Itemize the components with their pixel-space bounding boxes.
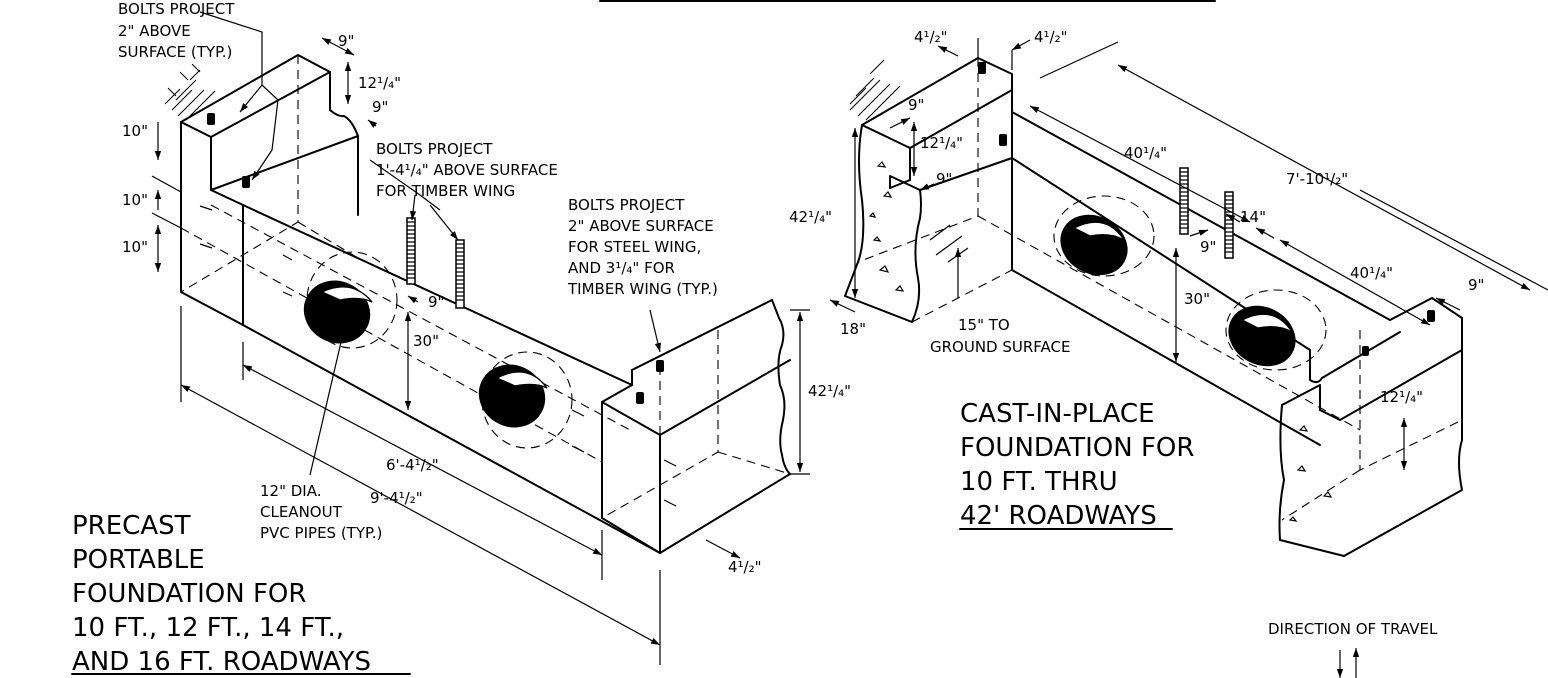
dim-height-30: 30" <box>413 332 439 350</box>
dim-end-42: 42¹/₄" <box>808 382 851 400</box>
note-ground-2: GROUND SURFACE <box>930 338 1071 356</box>
note-bolts-top-2: 2" ABOVE <box>118 22 191 40</box>
dim-cast-h-42q: 42¹/₄" <box>789 208 832 226</box>
pvc-pipe-1 <box>303 280 371 344</box>
note-pipes-3: PVC PIPES (TYP.) <box>260 524 382 542</box>
dim-top-12q: 12¹/₄" <box>358 74 401 92</box>
dim-cast-h-30: 30" <box>1184 290 1210 308</box>
dim-top-9: 9" <box>338 32 354 50</box>
dim-cast-l-7: 7'-10¹/₂" <box>1286 170 1348 188</box>
dim-cast-e-12q: 12¹/₄" <box>1380 388 1423 406</box>
pipe-opening-1 <box>1060 214 1128 276</box>
note-bolts-steel-5: TIMBER WING (TYP.) <box>567 280 718 298</box>
note-bolts-top-1: BOLTS PROJECT <box>118 0 235 18</box>
note-bolts-timber-3: FOR TIMBER WING <box>376 182 515 200</box>
note-bolts-steel-3: FOR STEEL WING, <box>568 238 701 256</box>
dim-left-10b: 10" <box>122 191 148 209</box>
dim-cast-l-40q-b: 40¹/₄" <box>1350 264 1393 282</box>
pipe-opening-2 <box>1228 305 1296 367</box>
direction-of-travel: DIRECTION OF TRAVEL <box>1268 620 1438 678</box>
precast-title-2: PORTABLE <box>72 545 205 575</box>
cast-title-2: FOUNDATION FOR <box>960 433 1194 463</box>
dim-cast-e-9: 9" <box>1468 276 1484 294</box>
note-bolts-timber-2: 1'-4¹/₄" ABOVE SURFACE <box>376 161 558 179</box>
concrete-texture <box>868 161 1333 522</box>
cast-in-place-foundation: 4¹/₂" 4¹/₂" 9" 12¹/₄" 9" 42¹/₄" 18" 15" … <box>789 28 1548 557</box>
note-bolts-steel-4: AND 3¹/₄" FOR <box>568 259 675 277</box>
note-bolts-steel-1: BOLTS PROJECT <box>568 196 685 214</box>
dim-len-6: 6'-4¹/₂" <box>386 456 439 474</box>
dim-cast-b-18: 18" <box>840 320 866 338</box>
cast-title-1: CAST-IN-PLACE <box>960 399 1155 429</box>
note-bolts-top-3: SURFACE (TYP.) <box>118 43 232 61</box>
dim-cast-top-4h-b: 4¹/₂" <box>1034 28 1068 46</box>
dim-cast-w-9b: 9" <box>936 170 952 188</box>
dim-mid-9: 9" <box>428 293 444 311</box>
pvc-pipe-2 <box>478 364 546 428</box>
dim-top-9b: 9" <box>372 98 388 116</box>
dim-len-9: 9'-4¹/₂" <box>370 489 423 507</box>
bolt-icon-right <box>978 62 1435 356</box>
dim-end-4h: 4¹/₂" <box>728 558 762 576</box>
dim-cast-d-9: 9" <box>1200 238 1216 256</box>
precast-title-1: PRECAST <box>72 511 191 541</box>
precast-title-4: 10 FT., 12 FT., 14 FT., <box>72 613 344 643</box>
dim-cast-w-9: 9" <box>908 96 924 114</box>
dim-left-10c: 10" <box>122 238 148 256</box>
cast-title-3: 10 FT. THRU <box>960 467 1118 497</box>
note-pipes-1: 12" DIA. <box>260 482 322 500</box>
ground-hatch <box>164 63 216 121</box>
note-ground-1: 15" TO <box>958 316 1010 334</box>
precast-foundation: BOLTS PROJECT 2" ABOVE SURFACE (TYP.) BO… <box>71 0 851 677</box>
dim-left-10a: 10" <box>122 122 148 140</box>
dim-cast-d-14: 14" <box>1240 208 1266 226</box>
direction-label: DIRECTION OF TRAVEL <box>1268 620 1438 638</box>
dim-cast-h-12q: 12¹/₄" <box>920 134 963 152</box>
dim-cast-top-4h-a: 4¹/₂" <box>914 28 948 46</box>
precast-title-5: AND 16 FT. ROADWAYS <box>72 647 371 677</box>
cast-title-4: 42' ROADWAYS <box>960 501 1157 531</box>
note-bolts-timber-1: BOLTS PROJECT <box>376 140 493 158</box>
precast-title-3: FOUNDATION FOR <box>72 579 306 609</box>
ground-hatch-right <box>849 59 901 121</box>
note-pipes-2: CLEANOUT <box>260 503 343 521</box>
note-bolts-steel-2: 2" ABOVE SURFACE <box>568 217 714 235</box>
dim-cast-l-40q-a: 40¹/₄" <box>1124 144 1167 162</box>
